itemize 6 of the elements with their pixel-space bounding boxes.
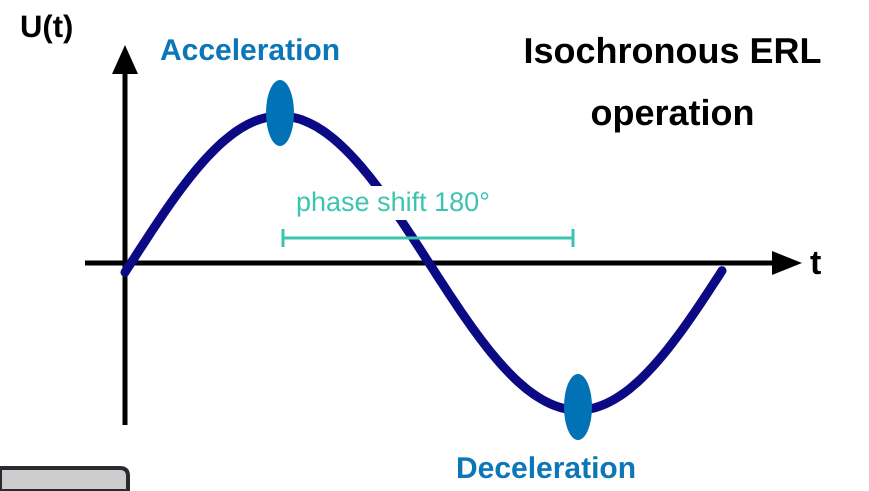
phase-label: Acceleration	[160, 33, 340, 69]
title: Isochronous ERL operation	[522, 29, 823, 135]
axis-label: U(t)	[20, 8, 74, 46]
axis-label: t	[810, 243, 822, 284]
dimension-label: phase shift 180°	[296, 186, 490, 220]
phase-label: Deceleration	[456, 451, 636, 487]
